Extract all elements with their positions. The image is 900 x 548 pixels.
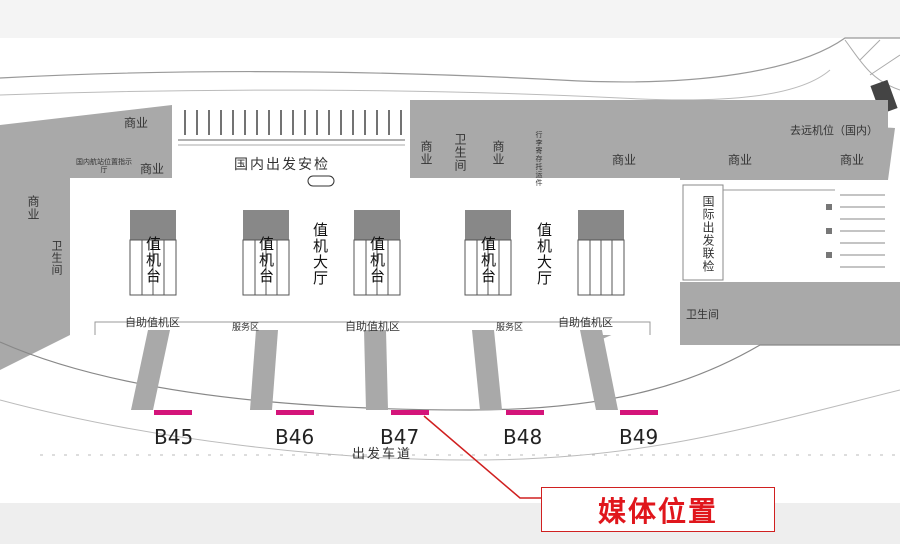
domestic-guide-label: 国内航站位置指示厅 xyxy=(76,158,132,174)
gate-label-b45: B45 xyxy=(154,425,194,449)
gate-label-b49: B49 xyxy=(619,425,659,449)
media-position-label: 媒体位置 xyxy=(597,494,718,528)
callout-leader xyxy=(423,415,541,499)
commerce-label-3: 商业 xyxy=(419,140,433,166)
security-label: 国内出发安检 xyxy=(234,157,330,173)
departure-road-label: 出发车道 xyxy=(352,447,413,462)
position-markers xyxy=(154,410,658,415)
commerce-label-7: 商业 xyxy=(840,153,865,167)
commerce-label-2: 商业 xyxy=(140,162,165,176)
self-checkin-label-2: 自助值机区 xyxy=(345,320,400,333)
service-label-2: 服务区 xyxy=(496,323,524,333)
commerce-label-4: 商业 xyxy=(491,140,505,166)
toilet-label-right: 卫生间 xyxy=(686,308,719,321)
service-label-1: 服务区 xyxy=(232,323,260,333)
checkin-counters xyxy=(129,210,625,296)
counter-label-4: 值机台 xyxy=(479,236,497,284)
checkin-hall-label-2: 值机大厅 xyxy=(535,222,553,286)
counter-label-3: 值机台 xyxy=(368,236,386,284)
toilet-label-top: 卫生间 xyxy=(453,133,467,172)
toilet-label-left: 卫生间 xyxy=(50,240,63,276)
walkways xyxy=(131,330,618,410)
top-band xyxy=(0,0,900,38)
counter-label-1: 值机台 xyxy=(144,236,162,284)
gate-label-b48: B48 xyxy=(503,425,543,449)
left-commerce-block xyxy=(0,105,172,370)
gate-label-b47: B47 xyxy=(380,425,420,449)
media-position-callout: 媒体位置 xyxy=(541,487,775,532)
remote-stand-label: 去远机位（国内） xyxy=(790,124,878,137)
counter-label-2: 值机台 xyxy=(257,236,275,284)
commerce-label-left: 商业 xyxy=(26,195,40,221)
commerce-label-5: 商业 xyxy=(612,153,637,167)
commerce-label-6: 商业 xyxy=(728,153,753,167)
baggage-label: 行李寄存托运件 xyxy=(535,131,543,187)
self-checkin-label-3: 自助值机区 xyxy=(558,316,613,329)
gate-label-b46: B46 xyxy=(275,425,315,449)
self-checkin-label-1: 自助值机区 xyxy=(125,316,180,329)
checkin-hall-label-1: 值机大厅 xyxy=(311,222,329,286)
intl-inspection-label: 国际出发联检 xyxy=(701,195,715,273)
commerce-label-1: 商业 xyxy=(124,116,149,130)
